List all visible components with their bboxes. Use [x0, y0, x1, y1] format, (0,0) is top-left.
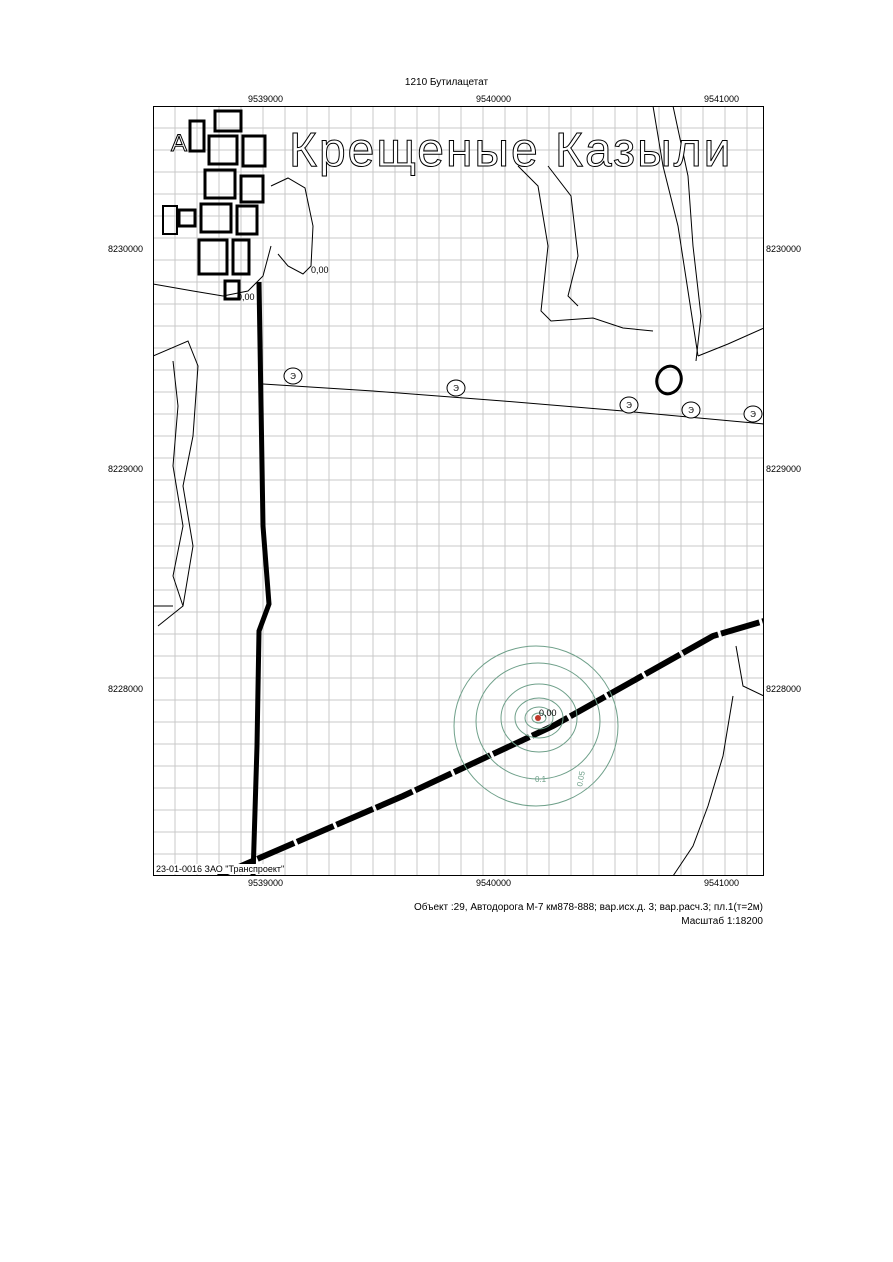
- contour-label-inner: 0.1: [535, 775, 547, 784]
- map-marker-1: [283, 367, 303, 385]
- y-tick-left-2: 8229000: [108, 464, 144, 474]
- x-tick-top-3: 9541000: [704, 94, 740, 104]
- map-marker-5: [743, 405, 763, 423]
- y-tick-right-1: 8230000: [766, 244, 802, 254]
- scale-caption: Масштаб 1:18200: [681, 916, 763, 927]
- map-marker-symbol: Э: [626, 401, 632, 410]
- y-tick-right-3: 8228000: [766, 684, 802, 694]
- y-tick-left-3: 8228000: [108, 684, 144, 694]
- map-grid: [153, 106, 764, 876]
- map-frame: [153, 106, 764, 876]
- x-tick-bottom-2: 9540000: [476, 878, 512, 888]
- map-canvas: Э Э Э Э Э 0,00 0,00 0,00 0.1 0.05 Крещеные К…: [153, 106, 764, 876]
- object-caption: Объект :29, Автодорога М-7 км878-888; ва…: [414, 902, 763, 913]
- pond: [655, 364, 683, 396]
- contour-label-zero-b: 0,00: [237, 292, 255, 302]
- map-marker-symbol: Э: [453, 384, 459, 393]
- contour-label-center: 0,00: [539, 708, 557, 718]
- road-diagonal: [216, 618, 764, 876]
- y-tick-right-2: 8229000: [766, 464, 802, 474]
- contour-label-outer: 0.05: [575, 770, 587, 787]
- emission-source: [535, 715, 541, 721]
- map-marker-symbol: Э: [750, 410, 756, 419]
- map-title: 1210 Бутилацетат: [404, 77, 489, 88]
- contour-label-zero-a: 0,00: [311, 265, 329, 275]
- x-tick-top-2: 9540000: [476, 94, 512, 104]
- concentration-contours: [453, 645, 619, 807]
- road-vertical: [250, 281, 272, 876]
- map-marker-2: [446, 379, 466, 397]
- x-tick-bottom-1: 9539000: [248, 878, 284, 888]
- map-markers: Э Э Э Э Э: [283, 367, 763, 423]
- svg-text:A: A: [171, 130, 187, 157]
- project-stamp: 23-01-0016 ЗАО "Транспроект": [156, 864, 285, 874]
- x-tick-top-1: 9539000: [248, 94, 284, 104]
- place-name-label: Крещеные Казыли: [289, 124, 732, 177]
- map-marker-symbol: Э: [290, 372, 296, 381]
- village-blocks: [162, 109, 267, 301]
- boundary-lines: [153, 106, 764, 876]
- map-marker-symbol: Э: [688, 406, 694, 415]
- map-marker-4: [681, 401, 701, 419]
- y-tick-left-1: 8230000: [108, 244, 144, 254]
- x-tick-bottom-3: 9541000: [704, 878, 740, 888]
- map-marker-3: [619, 396, 639, 414]
